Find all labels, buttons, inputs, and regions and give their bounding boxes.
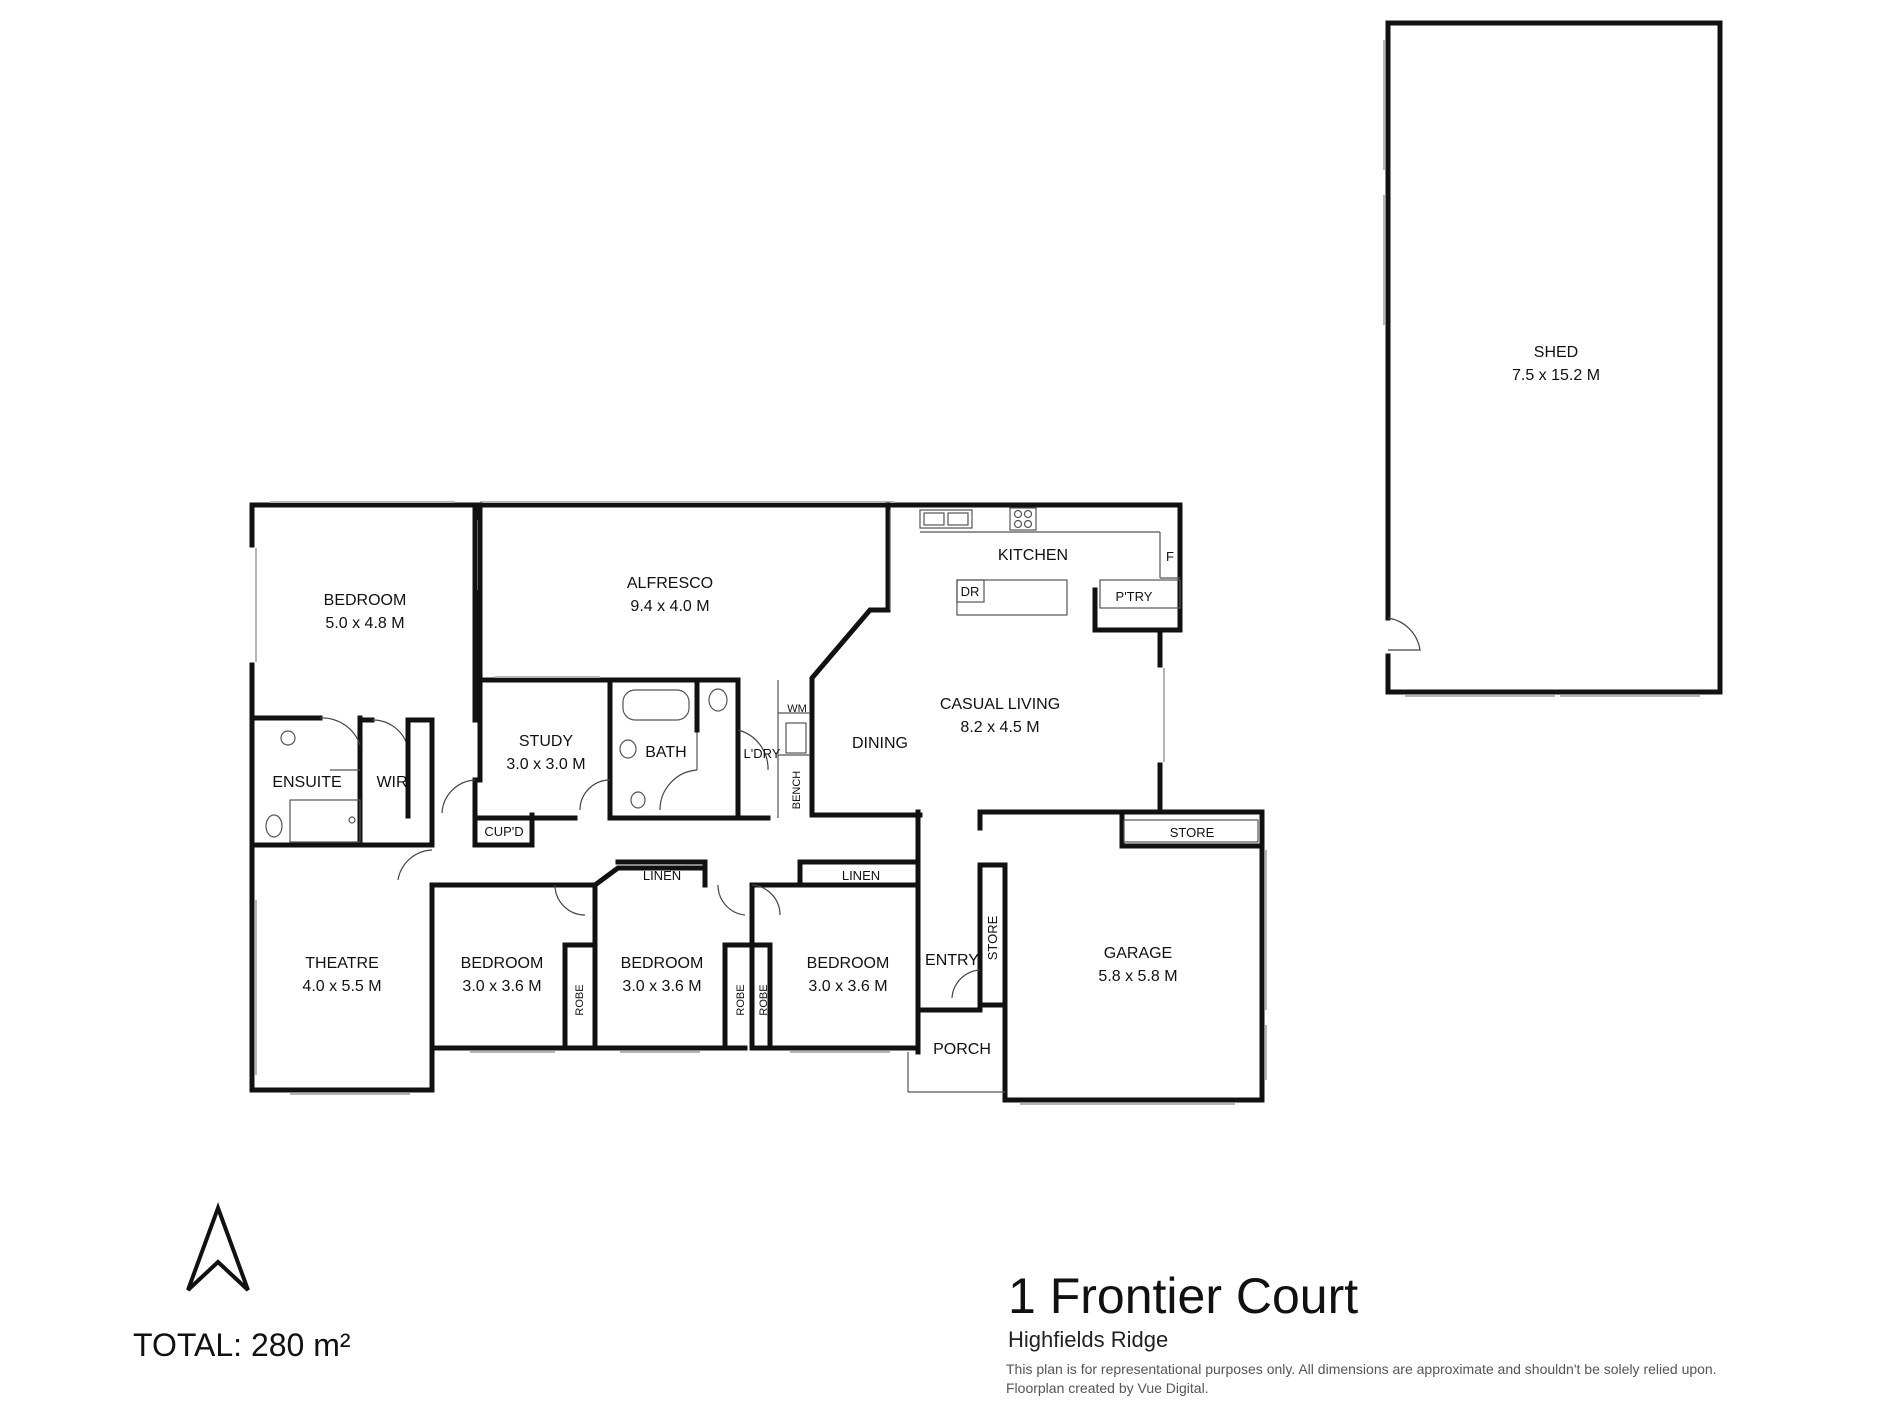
bedroom-2-label: BEDROOM <box>461 955 544 972</box>
alfresco-label: ALFRESCO <box>627 575 713 592</box>
robe-3-label: ROBE <box>758 984 770 1015</box>
master-bedroom-dimensions: 5.0 x 4.8 M <box>325 615 404 632</box>
disclaimer-text: This plan is for representational purpos… <box>1006 1361 1717 1377</box>
entry-label: ENTRY <box>925 952 979 969</box>
theatre-dimensions: 4.0 x 5.5 M <box>302 978 381 995</box>
ensuite-label: ENSUITE <box>272 774 341 791</box>
address-title: 1 Frontier Court <box>1008 1268 1358 1324</box>
linen-2-label: LINEN <box>842 868 880 883</box>
casual-living-dimensions: 8.2 x 4.5 M <box>960 719 1039 736</box>
total-area: TOTAL: 280 m² <box>133 1327 351 1363</box>
bedroom-4-dimensions: 3.0 x 3.6 M <box>808 978 887 995</box>
study-dimensions: 3.0 x 3.0 M <box>506 756 585 773</box>
bedroom-3-dimensions: 3.0 x 3.6 M <box>622 978 701 995</box>
shed-label: SHED <box>1534 344 1578 361</box>
master-bedroom-label: BEDROOM <box>324 592 407 609</box>
shed-dimensions: 7.5 x 15.2 M <box>1512 367 1600 384</box>
laundry-label: L'DRY <box>744 746 781 761</box>
theatre-label: THEATRE <box>305 955 378 972</box>
robe-2-label: ROBE <box>735 984 747 1015</box>
wm-label: WM <box>787 703 807 715</box>
bedroom-2-dimensions: 3.0 x 3.6 M <box>462 978 541 995</box>
garage-dimensions: 5.8 x 5.8 M <box>1098 968 1177 985</box>
dining-label: DINING <box>852 735 908 752</box>
shed-structure <box>1383 20 1723 697</box>
house-walls <box>249 501 1267 1105</box>
side-store-label: STORE <box>985 915 1000 960</box>
dr-label: DR <box>961 584 980 599</box>
alfresco-dimensions: 9.4 x 4.0 M <box>630 598 709 615</box>
bedroom-4-label: BEDROOM <box>807 955 890 972</box>
credit-text: Floorplan created by Vue Digital. <box>1006 1380 1209 1396</box>
kitchen-label: KITCHEN <box>998 547 1068 564</box>
garage-label: GARAGE <box>1104 945 1172 962</box>
north-arrow-icon <box>186 1202 250 1292</box>
cupd-label: CUP'D <box>484 824 523 839</box>
bench-label: BENCH <box>791 771 803 810</box>
linen-1-label: LINEN <box>643 868 681 883</box>
wir-label: WIR <box>376 774 407 791</box>
suburb-subtitle: Highfields Ridge <box>1008 1327 1168 1352</box>
porch-label: PORCH <box>933 1041 991 1058</box>
robe-1-label: ROBE <box>574 984 586 1015</box>
fridge-label: F <box>1166 549 1174 564</box>
bedroom-3-label: BEDROOM <box>621 955 704 972</box>
bath-label: BATH <box>645 744 686 761</box>
study-label: STUDY <box>519 733 574 750</box>
casual-living-label: CASUAL LIVING <box>940 696 1060 713</box>
fixtures <box>265 507 1259 843</box>
garage-store-label: STORE <box>1170 825 1215 840</box>
pantry-label: P'TRY <box>1116 589 1153 604</box>
